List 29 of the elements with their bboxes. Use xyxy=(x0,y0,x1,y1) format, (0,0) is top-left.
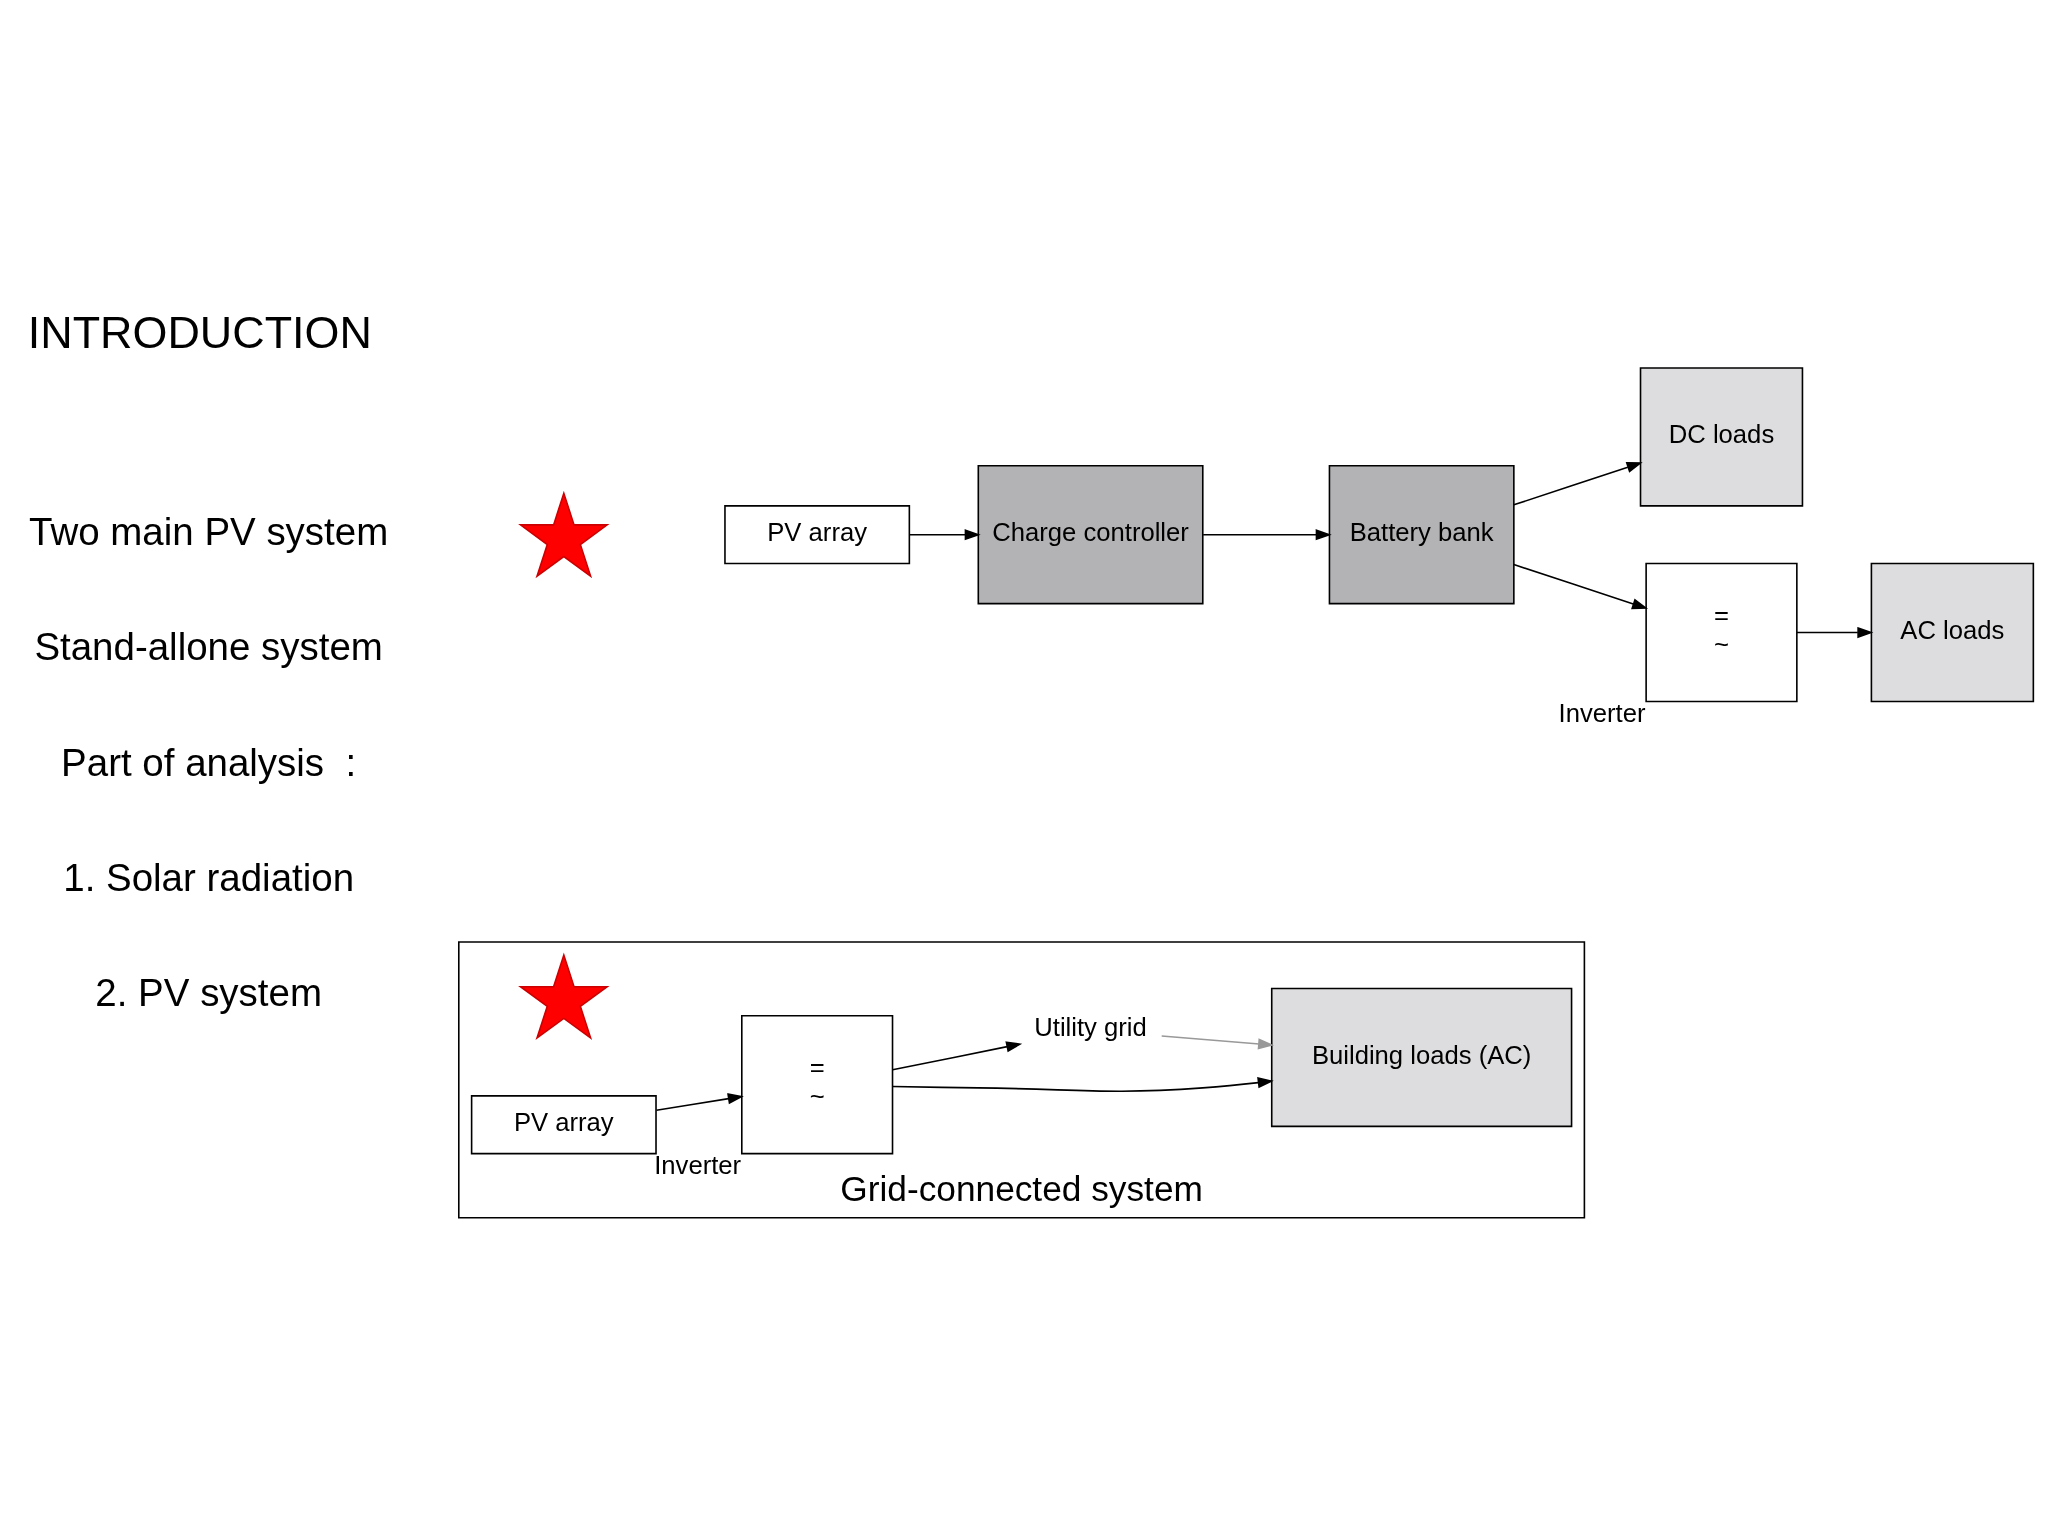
node-text: Utility grid xyxy=(1034,1013,1147,1042)
node-box: Charge controller xyxy=(977,464,1204,605)
arrow xyxy=(1160,1035,1275,1050)
node-box: PV array xyxy=(724,505,911,565)
label: Part of analysis : xyxy=(61,740,357,784)
node-star xyxy=(518,952,610,1041)
node-box: PV array xyxy=(470,1095,657,1155)
arrow xyxy=(655,1093,744,1111)
arrow xyxy=(1513,462,1643,506)
arrow xyxy=(1202,529,1332,541)
node-box: Battery bank xyxy=(1328,464,1515,605)
node-box: = ~ xyxy=(1645,562,1798,703)
node-box: Building loads (AC) xyxy=(1270,987,1573,1128)
label: Stand-allone system xyxy=(34,625,383,669)
node-label: Inverter xyxy=(654,1151,742,1180)
node-box: DC loads xyxy=(1639,367,1804,507)
node-star xyxy=(518,490,610,579)
arrow xyxy=(1513,563,1649,610)
arrow xyxy=(891,1077,1274,1092)
diagram-title: INTRODUCTION xyxy=(27,306,372,358)
node-label: Inverter xyxy=(1558,698,1646,727)
node-box: = ~ xyxy=(741,1014,894,1155)
label: 1. Solar radiation xyxy=(63,855,355,899)
node-box: AC loads xyxy=(1870,562,2035,703)
arrow xyxy=(1796,626,1874,639)
label: 2. PV system xyxy=(95,971,322,1015)
label: Two main PV system xyxy=(29,509,389,553)
arrow xyxy=(908,529,981,541)
arrow xyxy=(891,1041,1023,1071)
